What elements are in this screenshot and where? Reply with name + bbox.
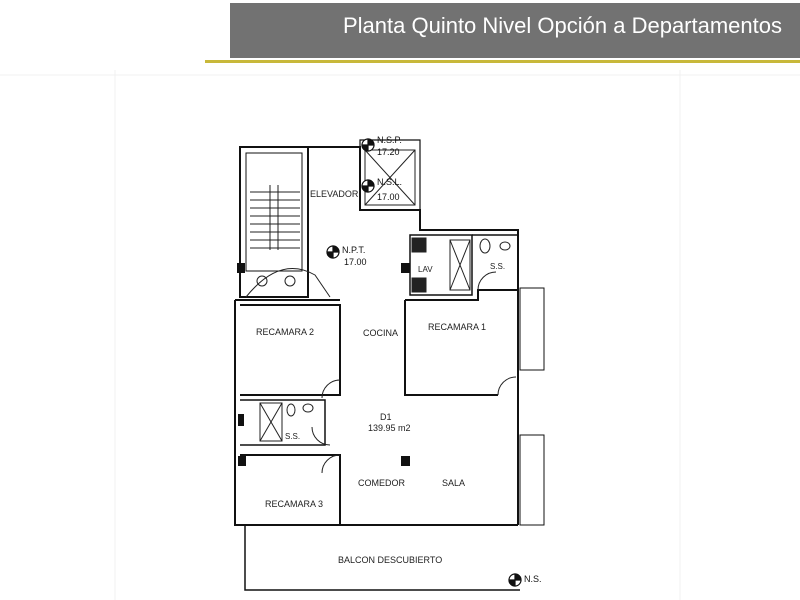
east-rail-lower [519,434,545,526]
column [401,456,410,466]
room-label-d1-area: 139.95 m2 [368,423,411,433]
recamara-3-wall [240,454,341,525]
laundry-fixtures [411,237,511,293]
bath-left-wall [240,399,326,446]
west-wall [234,300,245,526]
balcony-wall [244,525,520,591]
page-title: Planta Quinto Nivel Opción a Departament… [342,13,782,38]
header-accent-rule [205,60,800,63]
room-label-recamara-3: RECAMARA 3 [265,499,323,509]
column [237,263,245,273]
level-label-npt: N.P.T. [342,245,365,255]
level-value-npt: 17.00 [344,257,367,267]
recamara-2-wall [240,304,341,396]
room-label-cocina: COCINA [363,328,398,338]
elevator-cab [364,149,416,206]
stair-treads [245,185,331,298]
room-label-elevador: ELEVADOR [310,189,359,199]
stair-inner-wall [245,152,303,272]
level-marker-nsl [361,179,375,193]
bath-left-fixtures [259,402,314,442]
stair-core-wall [239,146,309,298]
elevator-shaft-wall [359,139,421,210]
level-value-nsp: 17.20 [377,147,400,157]
room-label-sala: SALA [442,478,465,488]
level-value-nsl: 17.00 [377,192,400,202]
level-marker-nsp [361,138,375,152]
column [238,456,246,466]
level-markers [326,138,522,587]
level-label-nsl: N.S.L. [377,177,402,187]
room-label-d1: D1 [380,412,392,422]
room-label-recamara-2: RECAMARA 2 [256,327,314,337]
column [401,263,410,273]
background-grid [0,70,800,600]
recamara-1-top-wall [405,289,518,301]
upper-hall-wall [308,146,519,292]
room-label-ss-top: S.S. [490,262,505,271]
level-marker-npt [326,245,340,259]
room-label-lav: LAV [418,265,433,274]
room-label-ss-left: S.S. [285,432,300,441]
room-label-comedor: COMEDOR [358,478,406,488]
level-marker-ns [508,573,522,587]
structural-columns [237,263,410,466]
level-label-ns: N.S. [524,574,542,584]
door-swings [311,271,517,474]
east-rail-upper [519,287,545,371]
room-label-recamara-1: RECAMARA 1 [428,322,486,332]
column [238,414,244,426]
room-label-balcon: BALCON DESCUBIERTO [338,555,442,565]
walls [234,139,545,591]
level-label-nsp: N.S.P. [377,135,402,145]
recamara-1-wall [404,300,498,396]
header-bar: Planta Quinto Nivel Opción a Departament… [230,3,800,58]
